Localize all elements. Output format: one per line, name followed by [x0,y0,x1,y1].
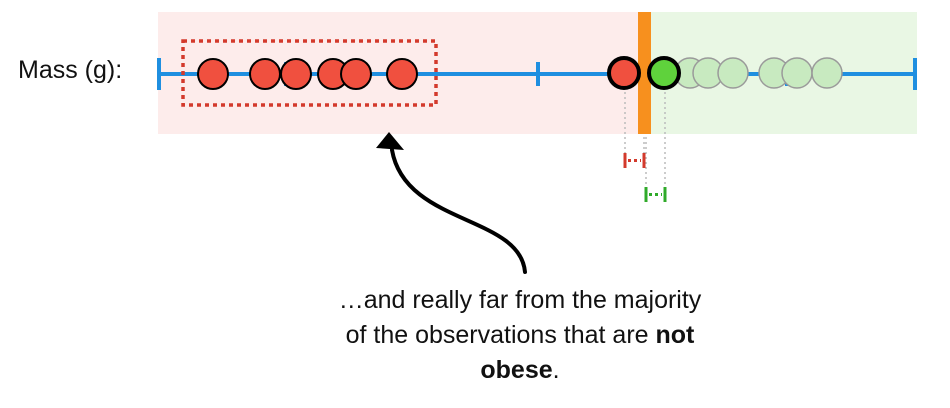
caption-not-bold: not [655,321,695,349]
obese-point [197,58,229,90]
axis-label: Mass (g): [18,56,123,84]
obese-point [249,58,281,90]
caption-line-1: …and really far from the majority [338,286,702,314]
edge-not-obese-point [647,56,681,90]
caption-line-2-text: of the observations that are [345,321,656,349]
faded-point [717,57,749,89]
caption-obese-bold: obese [480,356,553,384]
caption-text: …and really far from the majority of the… [280,283,760,388]
edge-obese-point [607,56,641,90]
caption-line-2: of the observations that are not [280,318,760,353]
green-margin-marker [644,187,667,202]
arrow-head-icon [376,132,404,150]
faded-point [811,57,843,89]
caption-line-3: obese. [280,353,760,388]
obese-outlier-points [197,58,418,90]
faded-not-obese-points [674,57,843,89]
threshold-bar [638,12,651,134]
outlier-highlight-box [181,39,438,107]
faded-point [781,57,813,89]
obese-point [386,58,418,90]
arrow-curve [390,148,527,274]
obese-point [340,58,372,90]
obese-point [280,58,312,90]
caption-period: . [552,356,560,384]
red-margin-marker [623,153,646,168]
